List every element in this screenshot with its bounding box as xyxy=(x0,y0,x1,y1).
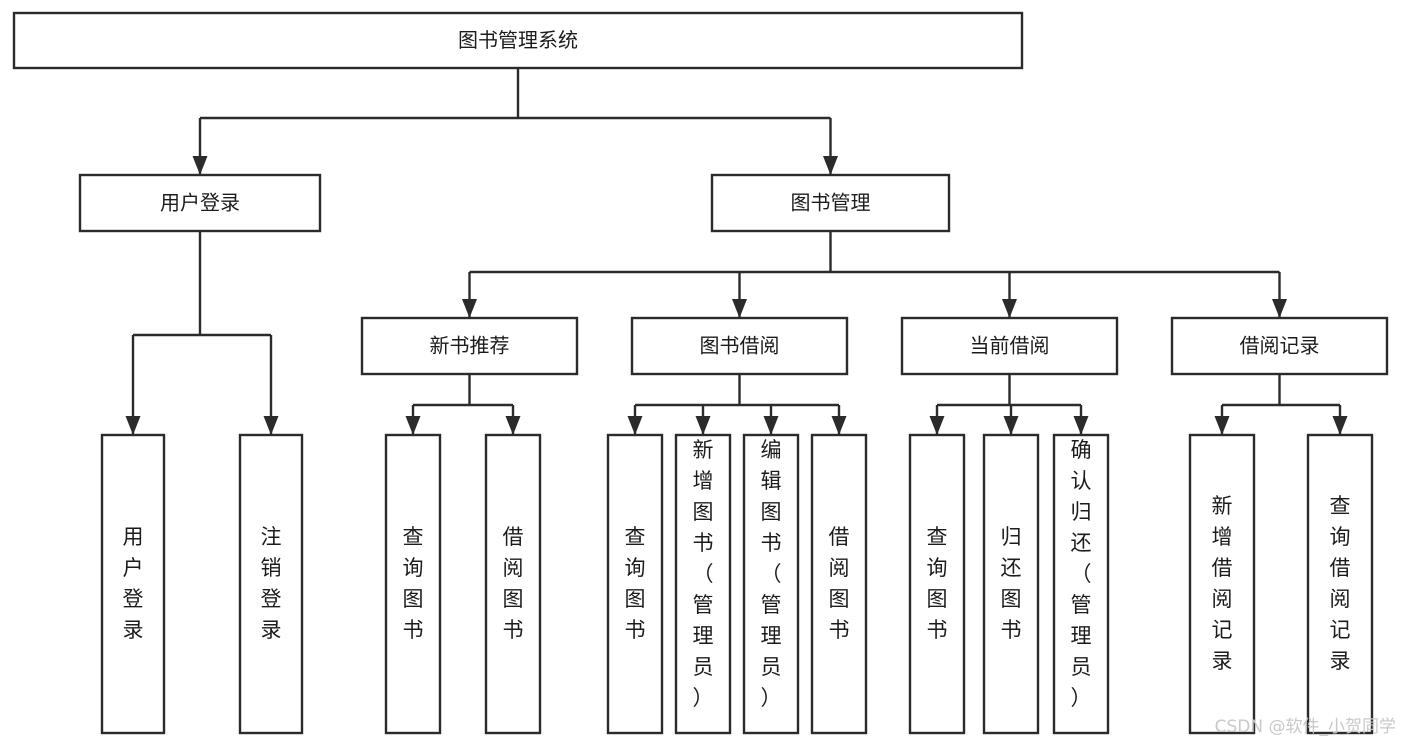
node-label: 查询借阅记录 xyxy=(1330,494,1351,673)
node-new-book-recommend[interactable]: 新书推荐 xyxy=(360,316,579,376)
node-box[interactable] xyxy=(900,316,1119,376)
node-user-login-do[interactable]: 用户登录 xyxy=(100,433,166,735)
node-root[interactable]: 图书管理系统 xyxy=(12,11,1024,70)
node-bb-add-book[interactable]: 新增图书（管理员） xyxy=(674,433,732,735)
node-user-login[interactable]: 用户登录 xyxy=(78,173,322,233)
node-box[interactable] xyxy=(674,433,732,735)
node-book-manage[interactable]: 图书管理 xyxy=(710,173,951,233)
connector-layer xyxy=(125,68,1348,435)
arrow-head-icon xyxy=(1272,299,1287,318)
arrow-head-icon xyxy=(125,416,141,435)
node-box[interactable] xyxy=(384,433,442,735)
arrow-head-icon xyxy=(1002,299,1017,318)
node-bb-borrow-book[interactable]: 借阅图书 xyxy=(810,433,868,735)
arrow-head-icon xyxy=(627,416,643,435)
node-label: 查询图书 xyxy=(625,525,646,642)
arrow-head-icon xyxy=(462,299,477,318)
arrow-head-icon xyxy=(929,416,945,435)
node-label: 注销登录 xyxy=(261,525,282,642)
arrow-head-icon xyxy=(505,416,521,435)
node-box[interactable] xyxy=(238,433,304,735)
node-label: 图书借阅 xyxy=(700,334,780,358)
arrow-head-icon xyxy=(732,299,747,318)
node-label: 图书管理 xyxy=(791,191,871,215)
node-box[interactable] xyxy=(908,433,966,735)
node-label: 借阅图书 xyxy=(829,525,850,642)
node-label: 查询图书 xyxy=(927,525,948,642)
node-label: 编辑图书（管理员） xyxy=(761,438,782,710)
node-box[interactable] xyxy=(742,433,800,735)
node-user-logout[interactable]: 注销登录 xyxy=(238,433,304,735)
csdn-watermark: CSDN @软件_小贺同学 xyxy=(1215,717,1396,737)
arrow-head-icon xyxy=(1214,416,1230,435)
arrow-head-icon xyxy=(1003,416,1019,435)
node-label: 用户登录 xyxy=(123,525,144,642)
node-label: 新书推荐 xyxy=(430,334,510,358)
node-box[interactable] xyxy=(630,316,849,376)
node-label: 图书管理系统 xyxy=(458,28,578,52)
node-current-borrow[interactable]: 当前借阅 xyxy=(900,316,1119,376)
arrow-head-icon xyxy=(1332,416,1348,435)
node-nbr-borrow-book[interactable]: 借阅图书 xyxy=(484,433,542,735)
node-bb-query-book[interactable]: 查询图书 xyxy=(606,433,664,735)
node-label: 归还图书 xyxy=(1001,525,1022,642)
node-box[interactable] xyxy=(78,173,322,233)
node-label: 新增图书（管理员） xyxy=(693,438,714,710)
node-cb-query-book[interactable]: 查询图书 xyxy=(908,433,966,735)
node-label: 确认归还（管理员） xyxy=(1071,438,1092,710)
node-label: 用户登录 xyxy=(160,191,240,215)
node-box[interactable] xyxy=(606,433,664,735)
node-box[interactable] xyxy=(1170,316,1389,376)
node-cb-return-book[interactable]: 归还图书 xyxy=(982,433,1040,735)
node-label: 当前借阅 xyxy=(970,334,1050,358)
node-box[interactable] xyxy=(100,433,166,735)
arrow-head-icon xyxy=(695,416,711,435)
node-label: 新增借阅记录 xyxy=(1212,494,1233,673)
arrow-head-icon xyxy=(192,156,208,175)
node-borrow-record[interactable]: 借阅记录 xyxy=(1170,316,1389,376)
node-box[interactable] xyxy=(710,173,951,233)
node-br-add-record[interactable]: 新增借阅记录 xyxy=(1188,433,1256,735)
arrow-head-icon xyxy=(405,416,421,435)
node-box[interactable] xyxy=(1052,433,1110,735)
arrow-head-icon xyxy=(831,416,847,435)
node-box[interactable] xyxy=(1188,433,1256,735)
node-cb-confirm-return[interactable]: 确认归还（管理员） xyxy=(1052,433,1110,735)
node-box[interactable] xyxy=(12,11,1024,70)
node-box[interactable] xyxy=(484,433,542,735)
arrow-head-icon xyxy=(263,416,279,435)
node-box[interactable] xyxy=(982,433,1040,735)
node-box[interactable] xyxy=(810,433,868,735)
node-nbr-query-book[interactable]: 查询图书 xyxy=(384,433,442,735)
node-br-query-record[interactable]: 查询借阅记录 xyxy=(1306,433,1374,735)
node-label: 查询图书 xyxy=(403,525,424,642)
node-layer: 图书管理系统用户登录用户登录注销登录图书管理新书推荐查询图书借阅图书图书借阅查询… xyxy=(12,11,1389,735)
arrow-head-icon xyxy=(823,156,838,175)
arrow-head-icon xyxy=(1073,416,1089,435)
node-label: 借阅图书 xyxy=(503,525,524,642)
node-bb-edit-book[interactable]: 编辑图书（管理员） xyxy=(742,433,800,735)
arrow-head-icon xyxy=(763,416,779,435)
node-box[interactable] xyxy=(1306,433,1374,735)
node-book-borrow[interactable]: 图书借阅 xyxy=(630,316,849,376)
node-box[interactable] xyxy=(360,316,579,376)
node-label: 借阅记录 xyxy=(1240,334,1320,358)
